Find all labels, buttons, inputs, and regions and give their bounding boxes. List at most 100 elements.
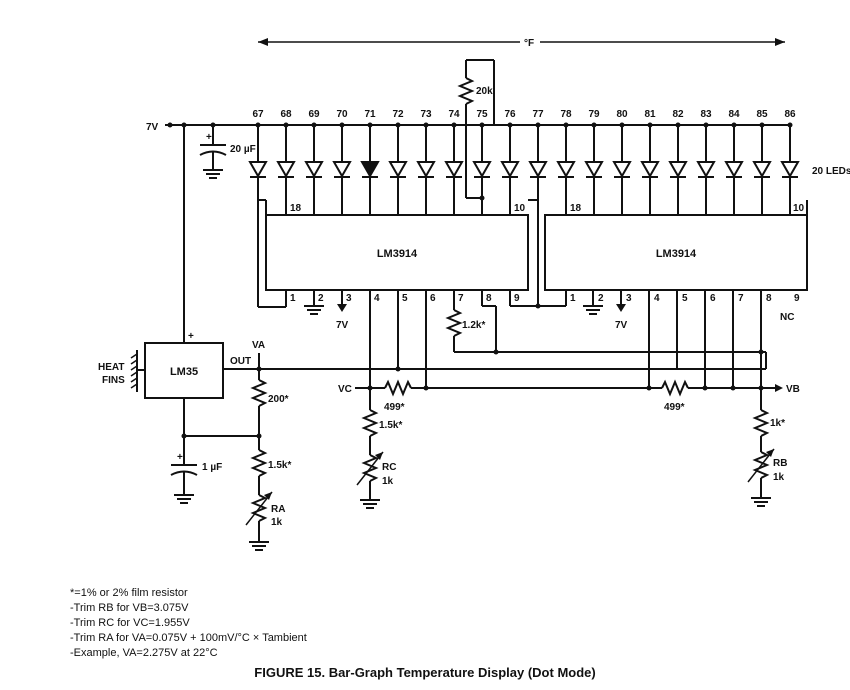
rb-label: RB — [773, 458, 787, 469]
pin-number: 3 — [346, 293, 352, 304]
resistor-499-left-label: 499* — [384, 402, 405, 413]
cap-20uf-label: 20 µF — [230, 144, 256, 155]
led-85: 85 — [752, 109, 772, 215]
supply-rail: 7V + 20 µF — [146, 122, 790, 343]
chip2-pin-wiring: 7V NC — [565, 200, 808, 391]
resistor-200-label: 200* — [268, 394, 289, 405]
led-84: 84 — [724, 109, 744, 215]
pin-number: 9 — [794, 293, 800, 304]
chip1-pin18: 18 — [290, 203, 302, 214]
chip-lm3914-right: LM3914 18 10 — [544, 203, 808, 291]
figure-caption: FIGURE 15. Bar-Graph Temperature Display… — [254, 665, 596, 680]
scale-unit-label: °F — [524, 38, 534, 49]
led-74: 74 — [444, 109, 464, 215]
led-temp-label: 76 — [504, 109, 516, 120]
va-divider: VA 200* 1.5k* RA 1k — [245, 340, 291, 551]
led-temp-label: 70 — [336, 109, 348, 120]
svg-text:+: + — [206, 132, 212, 143]
pin-number: 2 — [598, 293, 604, 304]
pin-number: 1 — [290, 293, 296, 304]
heat-fins-label-1: HEAT — [98, 362, 124, 373]
led-temp-label: 86 — [784, 109, 796, 120]
led-70: 70 — [332, 109, 352, 215]
pin-number: 7 — [458, 293, 464, 304]
pin-number: 1 — [570, 293, 576, 304]
cap-1uf-label: 1 µF — [202, 462, 222, 473]
led-86: 86 — [780, 109, 800, 215]
chip2-nc-label: NC — [780, 312, 794, 323]
chip1-name: LM3914 — [377, 248, 418, 260]
note-line: -Trim RA for VA=0.075V + 100mV/°C × Tamb… — [70, 632, 307, 644]
resistor-1-5k-left-label: 1.5k* — [268, 460, 291, 471]
resistor-499-right-label: 499* — [664, 402, 685, 413]
led-78: 78 — [556, 109, 576, 215]
led-73: 73 — [416, 109, 436, 215]
led-temp-label: 72 — [392, 109, 404, 120]
led-temp-label: 84 — [728, 109, 740, 120]
pin-number: 2 — [318, 293, 324, 304]
chip2-pin10: 10 — [793, 203, 805, 214]
temperature-scale-arrow: °F — [258, 38, 785, 49]
led-79: 79 — [584, 109, 604, 215]
led-71: 71 — [360, 109, 380, 215]
leds-label: 20 LEDs — [812, 166, 850, 177]
note-line: -Example, VA=2.275V at 22°C — [70, 647, 218, 659]
supply-label: 7V — [146, 122, 159, 133]
led-temp-label: 69 — [308, 109, 320, 120]
note-line: -Trim RC for VC=1.955V — [70, 617, 190, 629]
vb-label: VB — [786, 384, 800, 395]
rc-value: 1k — [382, 476, 394, 487]
chip1-bottom-pins: 1 2 3 4 5 6 7 8 9 — [290, 293, 520, 304]
va-label: VA — [252, 340, 265, 351]
heat-fins-label-2: FINS — [102, 375, 125, 386]
led-72: 72 — [388, 109, 408, 215]
pin-number: 4 — [374, 293, 380, 304]
led-77: 77 — [528, 109, 548, 200]
reference-line: VC 499* 499* VB 1.5k* RC 1k 1k* RB 1k — [338, 379, 800, 509]
pin-number: 5 — [682, 293, 688, 304]
led-75: 75 — [472, 109, 492, 215]
chip1-pin3-voltage: 7V — [336, 320, 349, 331]
chip2-pin3-voltage: 7V — [615, 320, 628, 331]
pin-number: 8 — [486, 293, 492, 304]
rb-value: 1k — [773, 472, 785, 483]
pin-number: 6 — [710, 293, 716, 304]
led-temp-label: 74 — [448, 109, 460, 120]
chip-lm3914-left: LM3914 18 10 — [258, 199, 529, 291]
chip2-name: LM3914 — [656, 248, 697, 260]
led-temp-label: 80 — [616, 109, 628, 120]
chip1-pin-wiring: 7V 1.2k* — [257, 199, 766, 391]
pin-number: 9 — [514, 293, 520, 304]
led-temp-label: 82 — [672, 109, 684, 120]
led-temp-label: 78 — [560, 109, 572, 120]
note-line: -Trim RB for VB=3.075V — [70, 602, 189, 614]
vc-label: VC — [338, 384, 352, 395]
led-82: 82 — [668, 109, 688, 215]
led-temp-label: 81 — [644, 109, 656, 120]
sensor-out-label: OUT — [230, 356, 251, 367]
sensor-plus: + — [188, 331, 194, 342]
led-temp-label: 75 — [476, 109, 488, 120]
resistor-1k-right-label: 1k* — [770, 418, 785, 429]
led-temp-label: 77 — [532, 109, 544, 120]
pin-number: 5 — [402, 293, 408, 304]
chip2-pin18: 18 — [570, 203, 582, 214]
ra-value: 1k — [271, 517, 283, 528]
led-temp-label: 85 — [756, 109, 768, 120]
led-temp-label: 73 — [420, 109, 432, 120]
rc-label: RC — [382, 462, 396, 473]
led-76: 76 — [500, 109, 520, 215]
pin-number: 6 — [430, 293, 436, 304]
led-81: 81 — [640, 109, 660, 215]
led-69: 69 — [304, 109, 324, 215]
led-temp-label: 83 — [700, 109, 712, 120]
pin-number: 7 — [738, 293, 744, 304]
led-80: 80 — [612, 109, 632, 215]
note-line: *=1% or 2% film resistor — [70, 587, 188, 599]
notes-block: *=1% or 2% film resistor -Trim RB for VB… — [70, 586, 307, 661]
sensor-name: LM35 — [170, 366, 198, 378]
led-temp-label: 71 — [364, 109, 376, 120]
